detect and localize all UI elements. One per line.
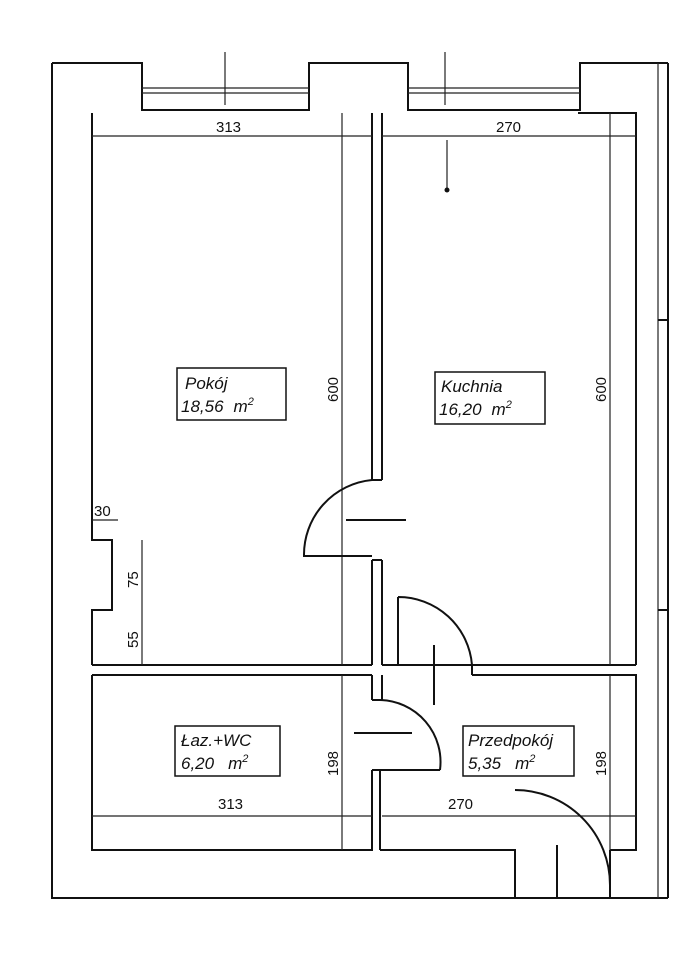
- dim-kuchnia-width: 270: [496, 119, 521, 136]
- dim-lazienka-height: 198: [325, 751, 342, 776]
- outer-walls: [51, 62, 669, 899]
- dim-pokoj-width: 313: [216, 119, 241, 136]
- windows: [142, 52, 580, 105]
- door-pokoj: [302, 479, 373, 557]
- dim-przedpokoj-height: 198: [593, 751, 610, 776]
- room-name-pokoj: Pokój: [185, 374, 229, 393]
- dim-lazienka-width: 313: [218, 796, 243, 813]
- dim-recess-depth: 30: [94, 503, 111, 520]
- dim-przedpokoj-width: 270: [448, 796, 473, 813]
- room-name-kuchnia: Kuchnia: [441, 377, 502, 396]
- room-box-pokoj: [176, 367, 287, 421]
- room-name-przedpokoj: Przedpokój: [468, 731, 554, 750]
- door-lazienka: [372, 699, 442, 771]
- door-entrance: [514, 789, 611, 886]
- room-box-lazienka: [174, 725, 281, 777]
- dim-pokoj-height: 600: [325, 377, 342, 402]
- interior-walls: [92, 113, 636, 850]
- dim-kuchnia-height: 600: [593, 377, 610, 402]
- room-box-przedpokoj: [462, 725, 575, 777]
- dim-recess-height: 75: [125, 571, 142, 588]
- room-box-kuchnia: [434, 371, 546, 425]
- doors: [302, 479, 611, 898]
- dimension-lines: [92, 113, 636, 850]
- door-kuchnia: [397, 595, 474, 666]
- room-name-lazienka: Łaz.+WC: [181, 731, 252, 750]
- dim-recess-bottom: 55: [125, 631, 142, 648]
